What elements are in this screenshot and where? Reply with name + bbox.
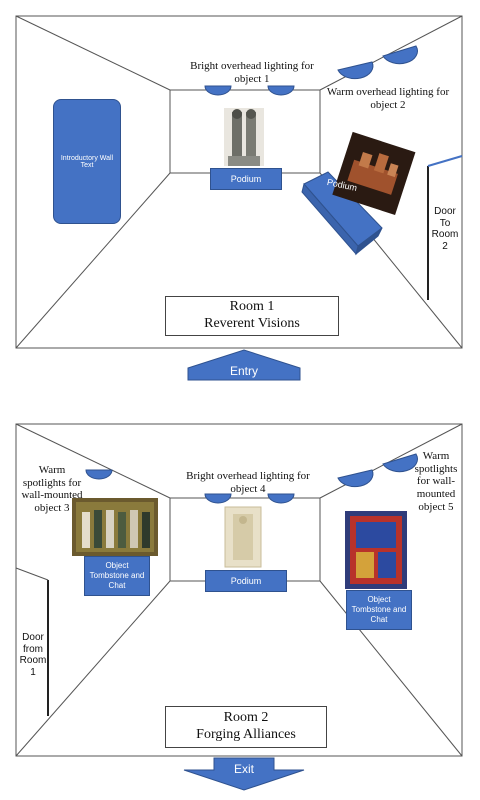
room1-door-label: Door To Room 2 [431, 206, 459, 252]
room2-door-swing [15, 567, 49, 581]
exit-arrow [183, 757, 305, 791]
object5-manuscript-image [345, 511, 407, 589]
room1-door-swing [427, 155, 463, 167]
room1-title: Room 1 [229, 299, 275, 315]
room1-walls [15, 15, 463, 349]
room2-lamp-a [85, 469, 113, 480]
room2-subtitle: Forging Alliances [196, 727, 296, 742]
room2-tombstone-object3: Object Tombstone and Chat [84, 556, 150, 596]
room1-intro-wall-panel: Introductory Wall Text [53, 99, 121, 224]
room2-lamp-e [382, 453, 418, 473]
exit-label: Exit [233, 762, 254, 776]
room1-outer-wall [15, 15, 463, 349]
room2-podium4: Podium [205, 570, 287, 592]
room2-lamp-c [267, 493, 295, 504]
room2-door-label: Door from Room 1 [19, 632, 47, 678]
room1-subtitle: Reverent Visions [204, 316, 300, 331]
room1-lighting-label-object2: Warm overhead lighting for object 2 [326, 86, 450, 111]
room1-podium1: Podium [210, 168, 282, 190]
room1-lamp-b [267, 85, 295, 96]
room1-podium1-label: Podium [230, 174, 262, 184]
room2-lighting-label-object5: Warm spotlights for wall-mounted object … [414, 450, 458, 513]
room2-outer-wall [15, 423, 463, 757]
room2-tombstone5-text: Object Tombstone and Chat [351, 595, 407, 624]
object4-ivory-panel-image [224, 506, 262, 568]
entry-arrow [187, 349, 301, 381]
object1-statue-image [224, 108, 264, 166]
room1-title-plaque: Room 1 Reverent Visions [165, 296, 339, 336]
room2-tombstone3-text: Object Tombstone and Chat [89, 561, 145, 590]
room1-lamp-c [337, 61, 374, 80]
room1-lamp-a [204, 85, 232, 96]
room2-lighting-label-object3: Warm spotlights for wall-mounted object … [21, 464, 83, 514]
room2-walls [15, 423, 463, 757]
room2-podium4-label: Podium [230, 576, 262, 586]
room2-lamp-b [204, 493, 232, 504]
entry-label: Entry [229, 364, 258, 378]
room2-tombstone-object5: Object Tombstone and Chat [346, 590, 412, 630]
object3-mosaic-image [72, 498, 158, 556]
room1-lights [204, 45, 418, 96]
room2-lights [85, 453, 418, 504]
room1-podium2-block [301, 171, 383, 256]
room1-lighting-label-object1: Bright overhead lighting for object 1 [190, 60, 314, 85]
room2-lighting-label-object4: Bright overhead lighting for object 4 [186, 470, 310, 495]
room2-title: Room 2 [223, 710, 269, 726]
room1-intro-wall-text: Introductory Wall Text [60, 154, 114, 169]
room2-lamp-d [337, 469, 374, 488]
room1-lamp-d [382, 45, 418, 65]
room2-title-plaque: Room 2 Forging Alliances [165, 706, 327, 748]
object2-wood-carving-image [332, 131, 416, 216]
